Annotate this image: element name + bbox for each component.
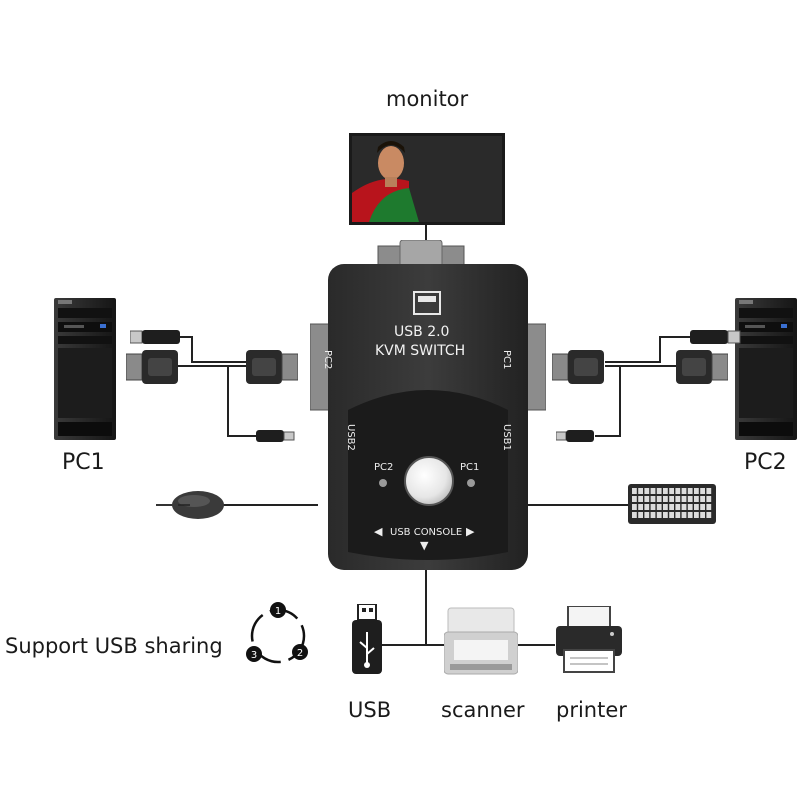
keyboard-key (681, 512, 687, 518)
led-pc1-indicator (467, 479, 475, 487)
keyboard-key (700, 512, 705, 518)
led-pc2-label: PC2 (374, 462, 394, 473)
usb-sharing-cycle-diagram: 1 2 3 (246, 602, 308, 664)
keyboard-key (669, 512, 674, 518)
console-right-arrow-icon: ▶ (466, 525, 475, 538)
switch-title-line1: USB 2.0 (394, 324, 450, 340)
pc2-usb-plug-icon (690, 330, 741, 344)
keyboard-key (681, 504, 687, 510)
keyboard-key (656, 496, 662, 502)
switch-port-pc1-label: PC1 (501, 350, 512, 370)
keyboard-key (675, 504, 681, 510)
usb-console-label: USB CONSOLE (390, 527, 463, 538)
led-pc1-label: PC1 (460, 462, 480, 473)
usb-drive-icon (352, 604, 382, 674)
switch-usb2-plug-icon (256, 430, 295, 442)
cycle-label-3: 3 (251, 650, 257, 661)
pc1-vga-connector-icon (126, 350, 178, 384)
pc1-usb-plug-icon (130, 330, 180, 344)
keyboard-key (669, 504, 674, 510)
keyboard-key (663, 496, 668, 502)
keyboard-key (669, 488, 674, 494)
printer-label: printer (556, 698, 627, 722)
keyboard-icon (628, 484, 716, 524)
console-left-arrow-icon: ◀ (374, 525, 383, 538)
scanner-label: scanner (441, 698, 525, 722)
cycle-node-3 (246, 646, 262, 662)
pc2-vga-connector-icon (676, 350, 728, 384)
keyboard-key (687, 496, 693, 502)
cycle-label-1: 1 (275, 606, 281, 617)
keyboard-key (694, 504, 699, 510)
pc2-label: PC2 (744, 450, 787, 475)
keyboard-key (675, 496, 681, 502)
keyboard-key (632, 504, 637, 510)
keyboard-key (687, 512, 693, 518)
keyboard-key (663, 512, 668, 518)
switch-pc1-vga-connector-icon (552, 350, 604, 384)
usb-label: USB (348, 698, 392, 722)
monitor-image (349, 133, 505, 225)
keyboard-key (681, 488, 687, 494)
switch-pc2-vga-connector-icon (246, 350, 298, 384)
cycle-node-1 (270, 602, 286, 618)
keyboard-key (663, 488, 668, 494)
keyboard-key (638, 504, 643, 510)
kvm-switch-device (310, 240, 546, 570)
keyboard-key (656, 488, 662, 494)
keyboard-key (687, 488, 693, 494)
keyboard-key (650, 496, 656, 502)
keyboard-key (632, 512, 637, 518)
keyboard-key (675, 488, 681, 494)
keyboard-key (656, 512, 662, 518)
keyboard-key (706, 488, 712, 494)
keyboard-key (669, 496, 674, 502)
console-down-arrow-icon: ▼ (420, 539, 429, 552)
keyboard-key (700, 504, 705, 510)
keyboard-key (700, 496, 705, 502)
switch-port-pc2-label: PC2 (322, 350, 333, 370)
keyboard-key (706, 512, 712, 518)
keyboard-key (656, 504, 662, 510)
keyboard-key (632, 488, 637, 494)
keyboard-key (644, 512, 650, 518)
switch-title-line2: KVM SWITCH (375, 343, 466, 359)
keyboard-key (694, 512, 699, 518)
keyboard-key (675, 512, 681, 518)
keyboard-key (706, 504, 712, 510)
keyboard-key (694, 496, 699, 502)
switch-usb1-plug-icon (556, 430, 594, 442)
keyboard-key (650, 488, 656, 494)
keyboard-key (644, 496, 650, 502)
cycle-label-2: 2 (297, 648, 303, 659)
keyboard-key (644, 504, 650, 510)
keyboard-key (694, 488, 699, 494)
pc1-tower (54, 298, 116, 440)
keyboard-key (650, 512, 656, 518)
keyboard-key (681, 496, 687, 502)
led-pc2-indicator (379, 479, 387, 487)
keyboard-key (687, 504, 693, 510)
switch-select-button[interactable] (404, 456, 454, 506)
support-usb-sharing-label: Support USB sharing (5, 634, 223, 658)
keyboard-key (632, 496, 637, 502)
monitor-label: monitor (386, 87, 469, 111)
keyboard-key (650, 504, 656, 510)
pc2-tower (735, 298, 797, 440)
cycle-node-2 (292, 644, 308, 660)
mouse-icon (156, 491, 224, 519)
keyboard-key (700, 488, 705, 494)
keyboard-key (638, 512, 643, 518)
scanner-icon (444, 607, 518, 675)
keyboard-key (638, 488, 643, 494)
keyboard-key (706, 496, 712, 502)
switch-port-usb2-label: USB2 (345, 424, 356, 451)
printer-icon (556, 606, 622, 673)
keyboard-key (644, 488, 650, 494)
switch-port-usb1-label: USB1 (501, 424, 512, 451)
keyboard-key (663, 504, 668, 510)
keyboard-key (638, 496, 643, 502)
pc1-label: PC1 (62, 450, 105, 475)
